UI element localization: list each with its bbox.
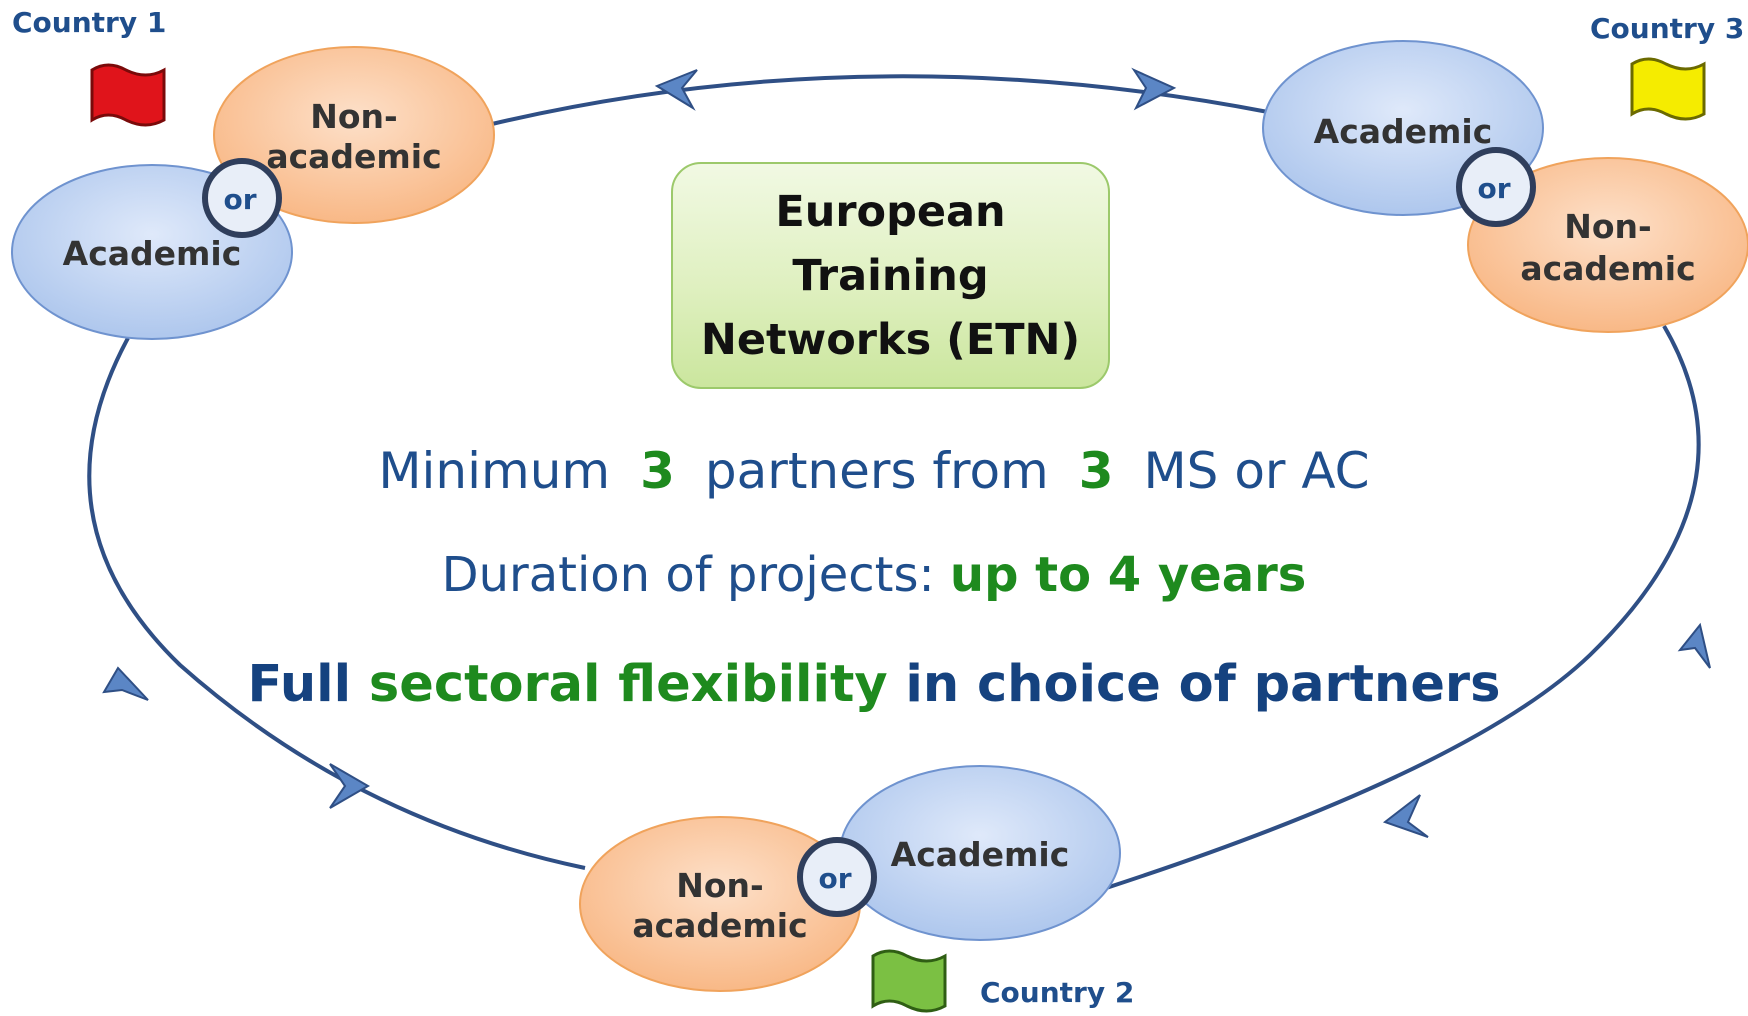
flexibility-line: Full sectoral flexibility in choice of p… xyxy=(0,655,1748,714)
duration-line: Duration of projects: up to 4 years xyxy=(0,547,1748,603)
arrow-up-right-icon xyxy=(1677,622,1711,669)
non-academic-label-country-2-line2: academic xyxy=(632,906,807,945)
etn-title: European Training Networks (ETN) xyxy=(701,180,1080,372)
arrow-right-bottom-left-icon xyxy=(329,763,370,809)
etn-title-line-1: European xyxy=(775,186,1006,237)
minimum-middle: partners from xyxy=(704,442,1049,500)
non-academic-label-country-1-line1: Non- xyxy=(310,97,397,136)
minimum-partners-count: 3 xyxy=(640,442,675,500)
etn-box: European Training Networks (ETN) xyxy=(671,162,1110,389)
arrow-left-bottom-right-icon xyxy=(1382,794,1429,838)
country-1-label: Country 1 xyxy=(12,6,167,39)
or-label-country-3: or xyxy=(1477,172,1510,205)
minimum-partners-line: Minimum 3 partners from 3 MS or AC xyxy=(0,442,1748,500)
country-3-label: Country 3 xyxy=(1590,12,1745,45)
or-badge-country-2 xyxy=(797,837,877,917)
flag-country-2-icon xyxy=(871,949,947,1013)
flag-country-3-icon xyxy=(1630,57,1706,121)
arrow-left-top-icon xyxy=(654,69,698,111)
or-badge-country-1 xyxy=(202,158,282,238)
arrow-up-left-icon xyxy=(102,666,149,701)
etn-title-line-3: Networks (ETN) xyxy=(700,314,1081,365)
flexibility-prefix: Full xyxy=(247,655,352,714)
minimum-prefix: Minimum xyxy=(378,442,611,500)
non-academic-label-country-2-line1: Non- xyxy=(676,866,763,905)
flag-country-1-icon xyxy=(90,63,166,127)
non-academic-label-country-3-line1: Non- xyxy=(1564,207,1651,246)
flexibility-suffix: in choice of partners xyxy=(905,655,1501,714)
flexibility-highlight: sectoral flexibility xyxy=(368,655,888,714)
duration-value: up to 4 years xyxy=(949,547,1307,603)
duration-prefix: Duration of projects: xyxy=(441,547,935,603)
non-academic-label-country-3-line2: academic xyxy=(1520,249,1695,288)
academic-label-country-2: Academic xyxy=(891,835,1070,874)
or-label-country-2: or xyxy=(818,862,851,895)
arrow-right-top-icon xyxy=(1131,67,1177,111)
etn-title-line-2: Training xyxy=(792,250,989,301)
minimum-countries-count: 3 xyxy=(1078,442,1114,500)
academic-label-country-1: Academic xyxy=(63,234,242,273)
academic-label-country-3: Academic xyxy=(1314,112,1493,151)
non-academic-label-country-1-line2: academic xyxy=(266,137,441,176)
or-badge-country-3 xyxy=(1456,147,1536,227)
minimum-suffix: MS or AC xyxy=(1143,442,1370,500)
or-label-country-1: or xyxy=(223,183,256,216)
non-academic-ellipse-country-1 xyxy=(213,46,495,224)
non-academic-ellipse-country-3 xyxy=(1467,157,1748,333)
country-2-label: Country 2 xyxy=(980,976,1135,1009)
